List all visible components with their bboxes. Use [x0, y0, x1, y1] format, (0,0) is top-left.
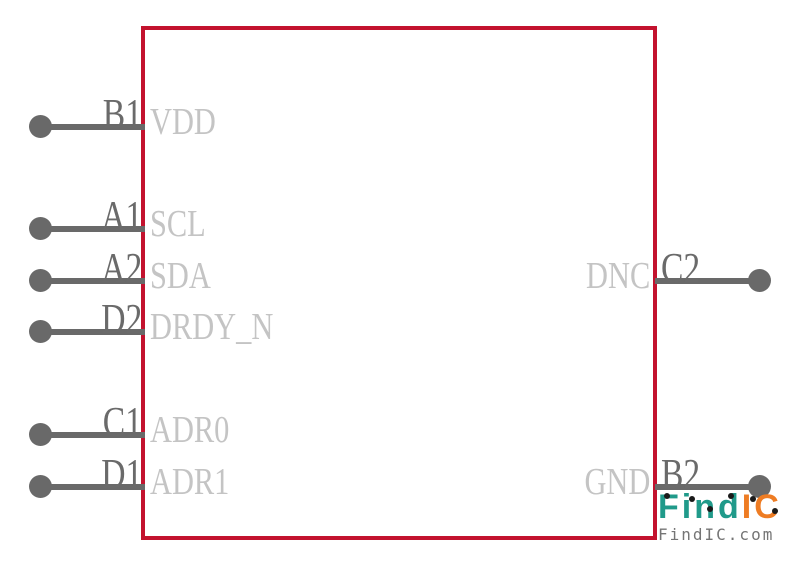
- pin-endpoint-dot: [29, 115, 52, 138]
- pin-wire: [40, 329, 145, 335]
- pin-name: ADR0: [150, 409, 230, 451]
- logo-circuit-dot: [689, 496, 695, 502]
- pin-wire: [40, 226, 145, 232]
- findic-watermark[interactable]: FindIC FindIC.com: [658, 489, 790, 544]
- pin-number: C2: [661, 246, 701, 292]
- pin-endpoint-dot: [748, 269, 771, 292]
- pin-number: D2: [100, 297, 142, 343]
- logo-circuit-dot: [728, 493, 734, 499]
- pin-wire: [40, 124, 145, 130]
- pin-number: B1: [102, 92, 142, 138]
- pin-wire: [655, 278, 760, 284]
- pin-endpoint-dot: [748, 475, 771, 498]
- pin-endpoint-dot: [29, 320, 52, 343]
- logo-text-find: Find: [658, 488, 742, 526]
- pin-wire: [40, 432, 145, 438]
- logo-text-ic: IC: [741, 488, 782, 526]
- pin-name: SCL: [150, 203, 206, 245]
- logo-circuit-dot: [707, 506, 713, 512]
- pin-name: ADR1: [150, 461, 230, 503]
- pin-number: B2: [661, 452, 701, 498]
- pin-name: SDA: [150, 255, 211, 297]
- logo-circuit-dot: [664, 493, 670, 499]
- pin-number: D1: [100, 452, 142, 498]
- pin-endpoint-dot: [29, 217, 52, 240]
- findic-logo: FindIC: [658, 489, 790, 526]
- pin-endpoint-dot: [29, 423, 52, 446]
- pin-wire: [40, 484, 145, 490]
- pin-name: DRDY_N: [150, 306, 274, 348]
- logo-circuit-dot: [772, 508, 778, 514]
- pin-wire: [655, 484, 760, 490]
- pin-name: DNC: [585, 255, 650, 297]
- pin-wire: [40, 278, 145, 284]
- logo-circuit-dot: [750, 496, 756, 502]
- pin-endpoint-dot: [29, 269, 52, 292]
- pin-name: GND: [584, 461, 650, 503]
- pin-number: A1: [100, 194, 142, 240]
- pin-endpoint-dot: [29, 475, 52, 498]
- findic-domain-text: FindIC.com: [658, 525, 775, 544]
- pin-name: VDD: [150, 101, 216, 143]
- pin-number: C1: [102, 400, 142, 446]
- pin-number: A2: [100, 246, 142, 292]
